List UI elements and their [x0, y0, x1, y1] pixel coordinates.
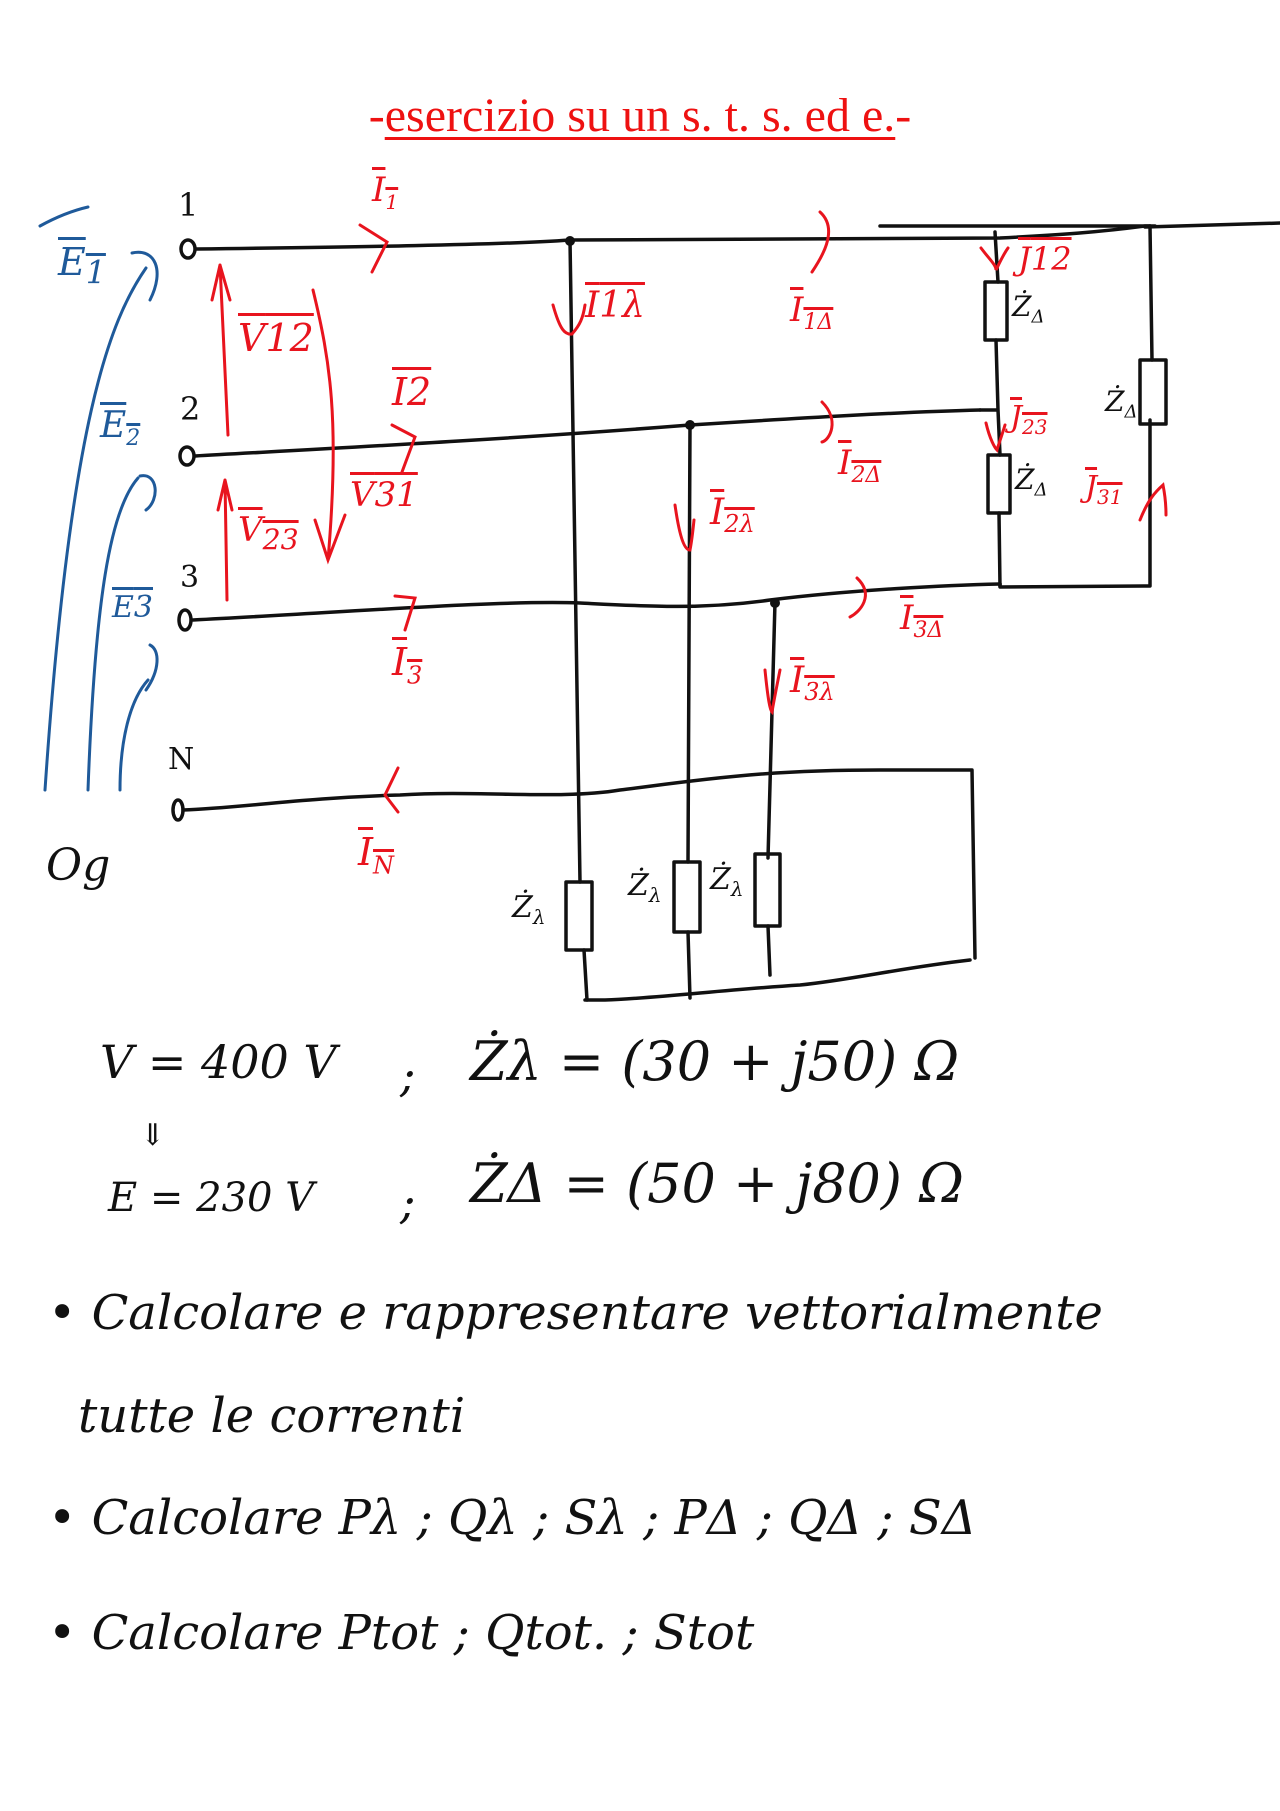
impedance-label-delta-12: ŻΔ: [1012, 290, 1045, 328]
star-impedance-1: [564, 880, 594, 952]
current-j31: J31: [1085, 470, 1123, 509]
arrow-j12: [979, 246, 1010, 271]
current-j23: J23: [1010, 400, 1048, 439]
impedance-label-star-2: Żλ: [628, 868, 662, 907]
title-suffix: -: [895, 89, 912, 142]
terminal-3: [177, 608, 193, 632]
terminal-label-2: 2: [180, 390, 201, 428]
task-2: • Calcolare Pλ ; Qλ ; Sλ ; PΔ ; QΔ ; SΔ: [48, 1490, 977, 1546]
arrow-i3-star: [763, 668, 782, 716]
current-j12: J12: [1018, 240, 1072, 278]
separator-2: ;: [400, 1175, 416, 1229]
given-line-voltage: V = 400 V: [100, 1035, 337, 1089]
arrow-i3-delta: [848, 576, 867, 619]
line-1-wire: [194, 224, 1157, 251]
arrow-i2-star: [673, 503, 696, 552]
delta-impedance-12: [983, 280, 1009, 342]
star-branch-3: [766, 600, 777, 860]
task-3: • Calcolare Ptot ; Qtot. ; Stot: [48, 1605, 755, 1661]
current-i3: I3: [392, 640, 423, 690]
source-e3: E3: [112, 590, 153, 625]
terminal-2: [178, 445, 196, 467]
arrow-in: [383, 766, 400, 814]
given-z-delta: ŻΔ = (50 + j80) Ω: [470, 1152, 964, 1215]
junction-dots: [565, 236, 780, 608]
voltage-v23: V23: [238, 510, 299, 556]
arrow-i2-delta: [820, 400, 834, 444]
arrow-i1: [358, 223, 389, 274]
impedance-label-star-1: Żλ: [512, 890, 546, 929]
current-i3-delta: I3Δ: [900, 598, 944, 643]
arrow-i1-star: [551, 303, 587, 336]
current-i2: I2: [392, 370, 432, 414]
source-arrows: [38, 205, 159, 792]
voltage-arrows: [210, 263, 347, 602]
voltage-v12: V12: [238, 316, 314, 360]
terminal-1: [179, 238, 197, 260]
title-text: esercizio su un s. t. s. ed e.: [384, 89, 896, 142]
line-2-wire: [193, 408, 982, 458]
implies-arrow: ⇓: [140, 1118, 166, 1153]
star-impedance-3: [753, 852, 782, 928]
arrow-j23: [984, 421, 1007, 453]
current-i1: I1: [372, 170, 399, 214]
current-i2-delta: I2Δ: [838, 443, 882, 488]
origin-label: Og: [46, 840, 111, 891]
current-i2-star: I2λ: [710, 492, 755, 539]
terminal-label-3: 3: [180, 560, 200, 595]
task-1-continued: tutte le correnti: [78, 1388, 466, 1444]
terminal-label-n: N: [168, 742, 195, 777]
star-impedance-2: [672, 860, 702, 934]
voltage-v31: V31: [350, 475, 418, 515]
source-e1: E1: [58, 240, 106, 292]
star-branch-2: [686, 423, 692, 864]
title-prefix: -: [368, 89, 385, 142]
delta-impedance-31: [1138, 358, 1168, 426]
arrow-j31: [1138, 482, 1168, 522]
current-i1-delta: I1Δ: [790, 290, 834, 335]
given-phase-voltage: E = 230 V: [108, 1175, 315, 1221]
impedance-label-delta-23: ŻΔ: [1015, 463, 1048, 501]
separator-1: ;: [400, 1048, 416, 1102]
current-in: IN: [358, 830, 395, 880]
terminal-label-1: 1: [178, 186, 199, 224]
delta-impedance-23: [986, 453, 1012, 515]
arrow-i2: [390, 423, 417, 474]
page-title: -esercizio su un s. t. s. ed e.-: [0, 88, 1280, 143]
current-i1-star: I1λ: [585, 285, 645, 326]
impedance-label-star-3: Żλ: [710, 862, 744, 901]
task-1: • Calcolare e rappresentare vettorialmen…: [48, 1285, 1103, 1341]
wires: [171, 221, 1280, 1002]
star-branch-1: [568, 238, 582, 884]
source-e2: E2: [100, 405, 141, 452]
arrow-i3: [393, 594, 417, 632]
given-z-star: Żλ = (30 + j50) Ω: [470, 1030, 960, 1093]
current-i3-star: I3λ: [790, 660, 835, 707]
arrow-i1-delta: [810, 210, 831, 274]
line-3-wire: [191, 582, 1002, 622]
impedance-label-delta-31: ŻΔ: [1105, 385, 1138, 423]
current-arrows: [358, 210, 1168, 814]
